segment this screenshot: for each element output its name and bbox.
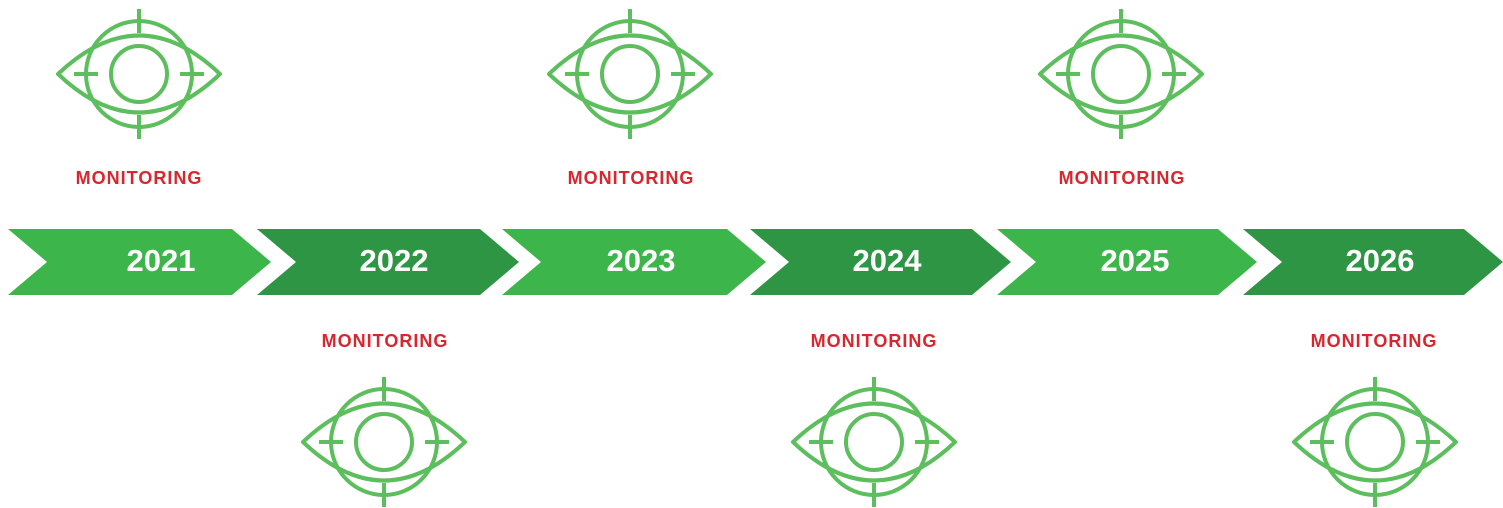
monitoring-label-2022: MONITORING [321,331,449,351]
chevron-2026 [1243,229,1503,295]
year-label-2022: 2022 [359,243,429,278]
eye-icon [791,377,957,507]
chevron-2025 [997,229,1257,295]
eye-icon [547,9,713,139]
monitoring-label-2024: MONITORING [810,331,938,351]
monitoring-label-2025: MONITORING [1058,168,1186,188]
chevron-2022 [257,229,519,295]
monitoring-label-2021: MONITORING [75,168,203,188]
year-label-2024: 2024 [852,243,922,278]
year-label-2026: 2026 [1345,243,1415,278]
chevron-2021 [8,229,271,295]
monitoring-label-2026: MONITORING [1310,331,1438,351]
chevron-2023 [502,229,766,295]
eye-icon [1292,377,1458,507]
year-label-2023: 2023 [606,243,676,278]
chevron-2024 [750,229,1011,295]
eye-icon [56,9,222,139]
monitoring-label-2023: MONITORING [567,168,695,188]
year-label-2025: 2025 [1100,243,1170,278]
eye-icon [301,377,467,507]
year-label-2021: 2021 [126,243,196,278]
eye-icon [1038,9,1204,139]
